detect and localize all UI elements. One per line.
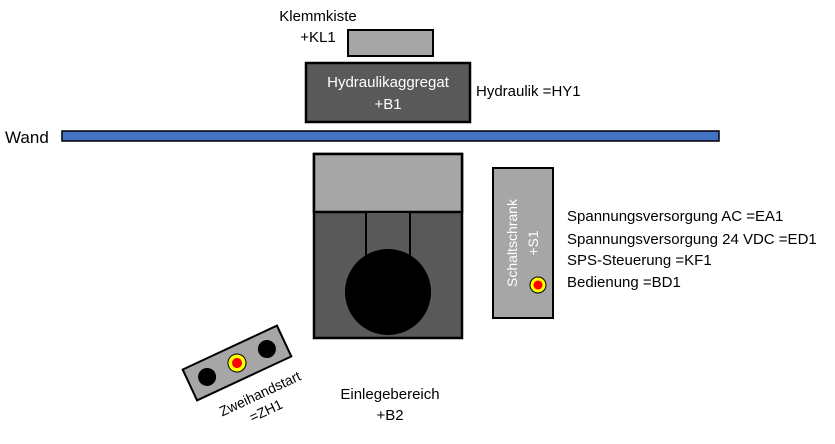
schaltschrank-id: +S1 (525, 230, 541, 256)
machine-tool-circle (345, 249, 431, 335)
schaltschrank-button-icon (533, 280, 543, 290)
wall-label: Wand (5, 128, 49, 147)
einlegebereich-title: Einlegebereich (340, 386, 439, 403)
hydraulikaggregat-title: Hydraulikaggregat (327, 74, 450, 91)
function-item-kf1: SPS-Steuerung =KF1 (567, 252, 712, 269)
einlegebereich-id: +B2 (376, 407, 403, 424)
zweihand-right-button-icon (257, 340, 276, 359)
schaltschrank-label-group: Schaltschrank (504, 198, 520, 287)
wall-bar (61, 130, 720, 142)
function-item-bd1: Bedienung =BD1 (567, 274, 681, 291)
klemmkiste-title: Klemmkiste (279, 8, 357, 25)
schaltschrank-title: Schaltschrank (504, 198, 520, 287)
hydraulikaggregat-id: +B1 (374, 96, 401, 113)
function-item-ed1: Spannungsversorgung 24 VDC =ED1 (567, 231, 817, 248)
hydraulikaggregat-box (304, 61, 472, 124)
zweihand-center-button-icon (232, 358, 242, 368)
hydraulik-function-label: Hydraulik =HY1 (476, 83, 581, 100)
klemmkiste-box (347, 29, 434, 57)
klemmkiste-id: +KL1 (300, 29, 335, 46)
machine-top-plate (312, 152, 464, 214)
schaltschrank-box (492, 167, 554, 319)
function-item-ea1: Spannungsversorgung AC =EA1 (567, 208, 783, 225)
zweihand-left-button-icon (198, 367, 217, 386)
einlegebereich-machine (312, 152, 464, 340)
zweihandstart-panel (181, 324, 293, 402)
schaltschrank-id-group: +S1 (525, 230, 541, 256)
